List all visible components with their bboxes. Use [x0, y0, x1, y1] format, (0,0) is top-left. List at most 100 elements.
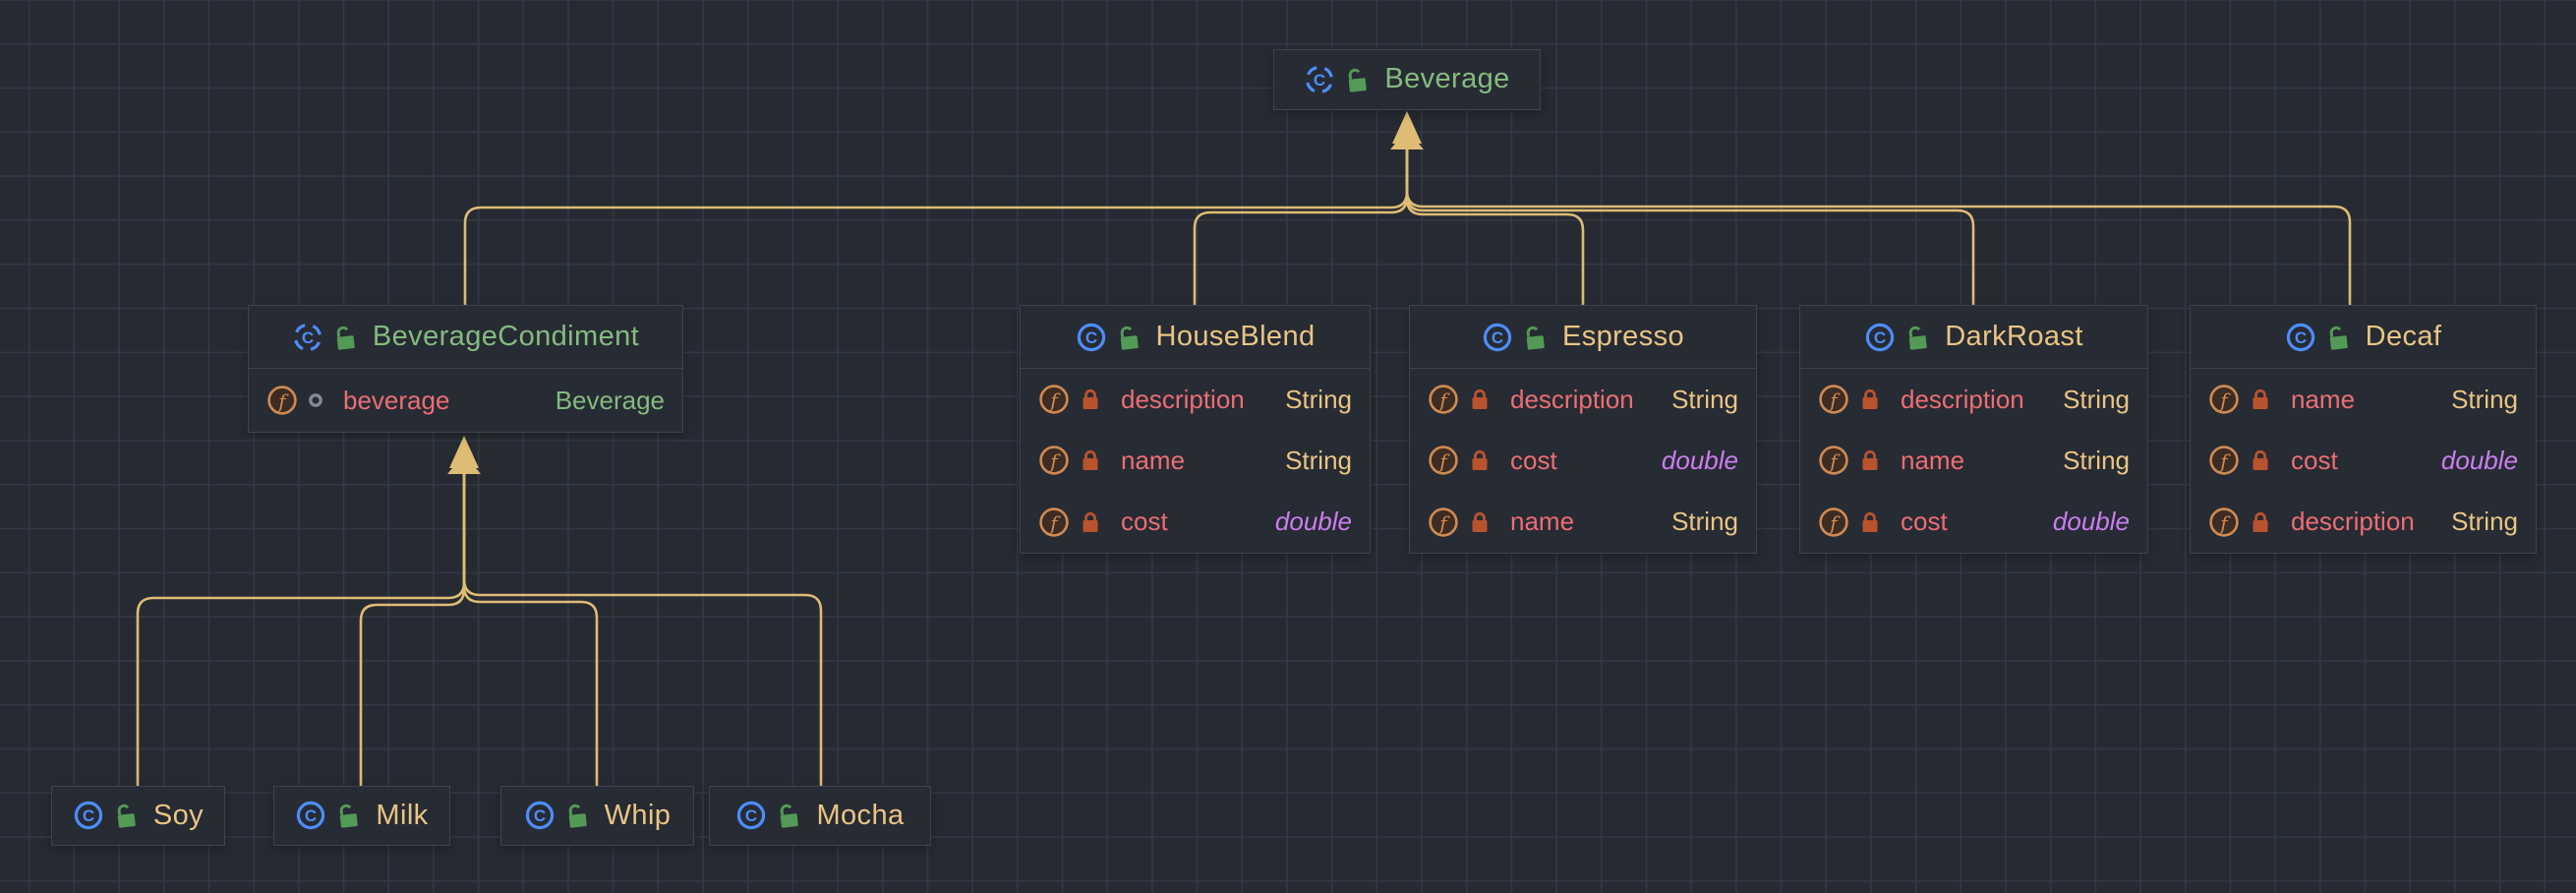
class-node-beverage[interactable]: C Beverage — [1273, 49, 1541, 110]
package-private-icon — [307, 391, 324, 409]
class-icon: C — [1076, 322, 1107, 353]
class-title: Beverage — [1384, 63, 1510, 94]
class-node-header: C Beverage — [1274, 50, 1540, 108]
field-type: String — [1671, 384, 1738, 414]
inheritance-edge-houseblend-to-beverage[interactable] — [1193, 146, 1409, 307]
private-lock-icon — [2249, 509, 2272, 535]
public-open-lock-icon — [564, 801, 590, 830]
inheritance-arrowhead-beverage — [1390, 111, 1424, 149]
field-name: description — [1121, 384, 1245, 414]
field-f-icon: f — [2208, 384, 2240, 415]
field-row-cost[interactable]: f cost double — [1021, 492, 1370, 553]
field-type: String — [2451, 384, 2518, 414]
field-type: Beverage — [555, 385, 665, 415]
field-f-icon: f — [1428, 445, 1459, 476]
inheritance-edge-beveragecondiment-to-beverage[interactable] — [463, 146, 1409, 307]
field-type: double — [1661, 445, 1738, 475]
svg-text:C: C — [1084, 328, 1096, 347]
field-name: cost — [1510, 445, 1557, 475]
svg-text:C: C — [1874, 328, 1886, 347]
public-open-lock-icon — [1116, 323, 1142, 352]
field-f-icon: f — [1038, 445, 1070, 476]
public-open-lock-icon — [332, 323, 358, 352]
field-name: description — [1901, 384, 2024, 414]
private-lock-icon — [1079, 509, 1102, 535]
class-icon: C — [735, 800, 767, 831]
field-f-icon: f — [1038, 506, 1070, 538]
inheritance-edge-soy-to-beveragecondiment[interactable] — [136, 470, 466, 788]
field-row-cost[interactable]: f cost double — [1410, 430, 1756, 491]
svg-text:C: C — [1314, 71, 1325, 89]
public-open-lock-icon — [1344, 65, 1370, 94]
field-type: String — [2451, 506, 2518, 537]
private-lock-icon — [1079, 447, 1102, 473]
public-open-lock-icon — [335, 801, 361, 830]
class-title: DarkRoast — [1945, 321, 2083, 352]
inheritance-edge-whip-to-beveragecondiment[interactable] — [462, 470, 599, 788]
private-lock-icon — [1468, 387, 1492, 412]
private-lock-icon — [1858, 447, 1882, 473]
svg-text:C: C — [302, 328, 314, 347]
private-lock-icon — [1079, 387, 1102, 412]
public-open-lock-icon — [1522, 323, 1548, 352]
field-name: name — [1121, 445, 1186, 475]
class-icon: C — [2285, 322, 2316, 353]
field-name: description — [2291, 506, 2415, 537]
field-type: double — [1274, 506, 1352, 537]
field-type: String — [2063, 384, 2130, 414]
private-lock-icon — [2249, 447, 2272, 473]
field-type: String — [2063, 445, 2130, 475]
field-name: name — [2291, 384, 2356, 414]
inheritance-edge-decaf-to-beverage[interactable] — [1405, 146, 2352, 307]
field-row-description[interactable]: f description String — [1021, 369, 1370, 430]
inheritance-edge-milk-to-beveragecondiment[interactable] — [359, 470, 466, 788]
field-f-icon: f — [1428, 506, 1459, 538]
inheritance-edge-mocha-to-beveragecondiment[interactable] — [462, 470, 823, 788]
field-f-icon: f — [266, 385, 298, 416]
svg-text:C: C — [745, 806, 757, 825]
field-name: name — [1510, 506, 1575, 537]
abstract-class-icon: C — [292, 322, 323, 353]
field-row-name[interactable]: f name String — [2191, 369, 2536, 430]
inheritance-edge-espresso-to-beverage[interactable] — [1405, 146, 1585, 307]
private-lock-icon — [1858, 387, 1882, 412]
field-name: cost — [1121, 506, 1168, 537]
private-lock-icon — [1468, 447, 1492, 473]
field-type: String — [1285, 384, 1352, 414]
field-f-icon: f — [2208, 445, 2240, 476]
field-f-icon: f — [1818, 445, 1849, 476]
inheritance-edge-darkroast-to-beverage[interactable] — [1405, 146, 1975, 307]
class-title: Soy — [152, 799, 205, 831]
field-f-icon: f — [1038, 384, 1070, 415]
private-lock-icon — [1858, 509, 1882, 535]
